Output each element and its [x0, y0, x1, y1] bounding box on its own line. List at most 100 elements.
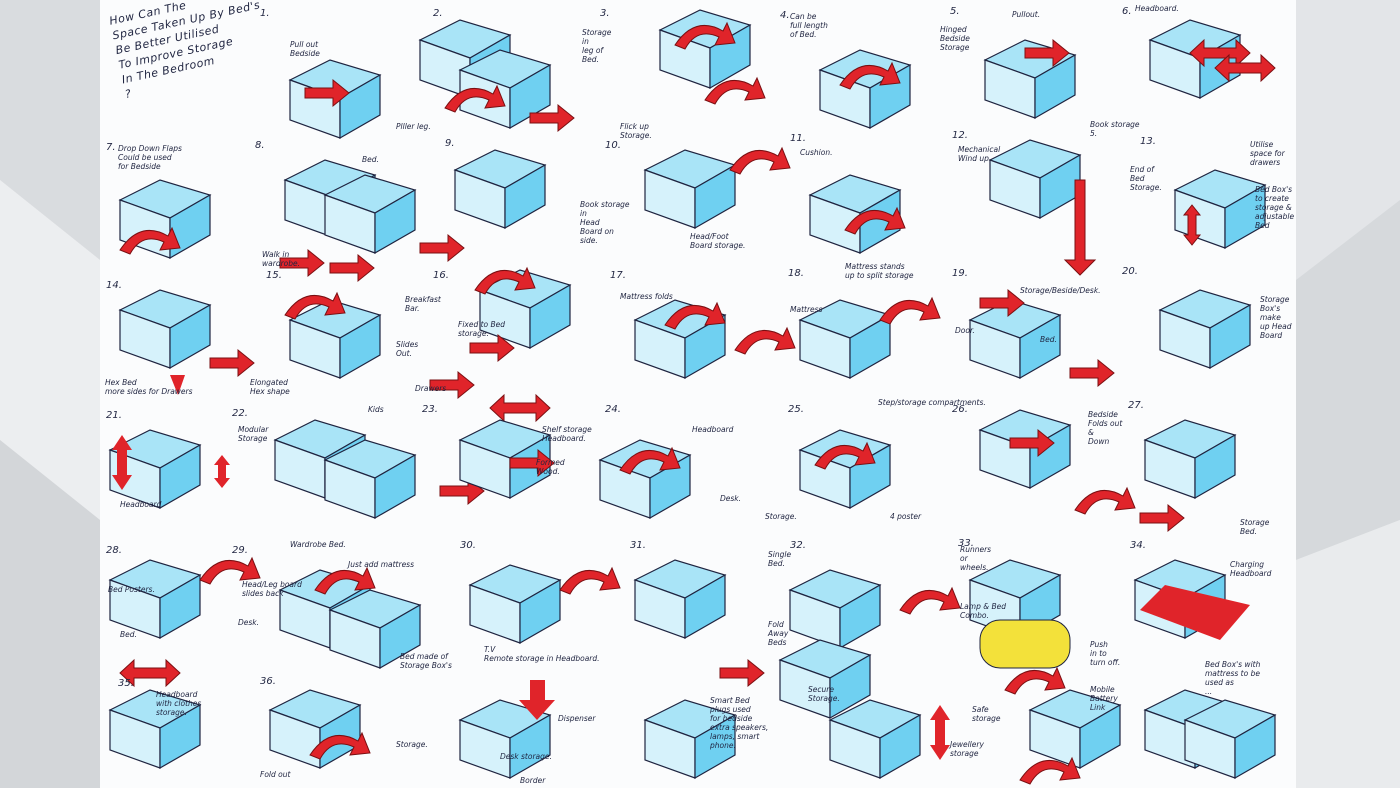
sketch-number: 10. [605, 140, 621, 151]
sketch-12 [989, 139, 1097, 276]
annotation: Drawers [415, 384, 447, 393]
annotation: Pullout. [1012, 10, 1041, 19]
annotation: Kids [368, 405, 384, 414]
sketch-32 [779, 569, 961, 719]
annotation: Drop Down Flaps Could be used for Bedsid… [118, 144, 182, 171]
sketch-10 [644, 147, 791, 229]
sketch-25 [799, 429, 891, 509]
annotation: Safe storage [972, 705, 1001, 723]
annotation: Border [520, 776, 546, 785]
annotation: Bed Box's to create storage & adjustable… [1255, 185, 1295, 230]
annotation: Headboard [120, 500, 162, 509]
sketch-number: 28. [106, 545, 122, 556]
sketch-number: 23. [422, 404, 438, 415]
sketch-number: 25. [788, 404, 804, 415]
sketch-number: 13. [1140, 136, 1156, 147]
annotation: Mattress folds [620, 292, 673, 301]
annotation: Fold out [260, 770, 291, 779]
sketch-number: 27. [1128, 400, 1144, 411]
annotation: Cushion. [800, 148, 833, 157]
sketch-number: 18. [788, 268, 804, 279]
sketch-34 [1134, 559, 1250, 640]
sketch-number: 2. [433, 8, 443, 19]
sketch-number: 26. [952, 404, 968, 415]
sketch-sheet: How Can The Space Taken Up By Bed's Be B… [100, 0, 1296, 788]
sketch-6 [1149, 19, 1276, 99]
annotation: Single Bed. [768, 550, 792, 568]
annotation: Utilise space for drawers [1250, 140, 1285, 167]
sketch-31 [634, 559, 765, 687]
annotation: Bed. [362, 155, 379, 164]
sketch-number: 22. [232, 408, 248, 419]
sketch-39 [829, 699, 950, 779]
annotation: Storage Bed. [1240, 518, 1270, 536]
sketch-21 [109, 429, 230, 509]
sketch-number: 6. [1122, 6, 1132, 17]
sketch-number: 24. [605, 404, 621, 415]
sketch-number: 7. [106, 142, 116, 153]
sketch-number: 9. [445, 138, 455, 149]
sketch-3 [659, 9, 766, 105]
annotation: Breakfast Bar. [405, 295, 441, 313]
sketch-4 [819, 49, 911, 129]
sketch-number: 11. [790, 133, 806, 144]
sketch-5 [984, 39, 1076, 119]
sketch-30 [469, 564, 621, 644]
sketch-37 [459, 680, 555, 779]
annotation: Bed Box's with mattress to be used as ..… [1205, 660, 1261, 696]
annotation: Mattress [790, 305, 823, 314]
annotation: Storage Box's make up Head Board [1260, 295, 1292, 340]
sketch-number: 3. [600, 8, 610, 19]
sketch-number: 8. [255, 140, 265, 151]
sketch-number: 35. [118, 678, 134, 689]
sketch-24 [599, 439, 691, 519]
sketch-2 [419, 19, 575, 132]
annotation: Head/Leg board slides back [242, 580, 302, 598]
sketch-drawings [109, 9, 1276, 785]
annotation: Just add mattress [348, 560, 414, 569]
annotation: Desk. [238, 618, 260, 627]
sketch-number: 5. [950, 6, 960, 17]
annotation: Shelf storage Headboard. [542, 425, 592, 443]
annotation: Smart Bed plugs used for bedside extra s… [710, 696, 769, 750]
sketch-9 [419, 149, 546, 262]
sketch-33 [969, 559, 1071, 695]
annotation: Bedside Folds out & Down [1088, 410, 1123, 446]
annotation: Push in to turn off. [1090, 640, 1121, 667]
annotation: End of Bed Storage. [1130, 165, 1162, 192]
annotation: Bed Posters. [108, 585, 155, 594]
sketch-number: 30. [460, 540, 476, 551]
sketch-number: 20. [1122, 266, 1138, 277]
annotation: Fold Away Beds [768, 620, 789, 647]
sketch-number: 4. [780, 10, 790, 21]
annotation: Slides Out. [396, 340, 419, 358]
annotation: Flick up Storage. [620, 122, 652, 140]
sketch-7 [119, 179, 211, 259]
sketch-number: 32. [790, 540, 806, 551]
annotation: Bed made of Storage Box's [400, 652, 452, 670]
sketch-20 [1159, 289, 1251, 369]
annotation: Bed. [1040, 335, 1057, 344]
annotation: Can be full length of Bed. [790, 12, 828, 39]
annotation: Modular Storage [238, 425, 269, 443]
annotation: Mobile Battery Link [1090, 685, 1118, 712]
annotation: Formed Wood. [536, 458, 565, 476]
annotation: Mattress stands up to split storage [845, 262, 914, 280]
sketch-number: 12. [952, 130, 968, 141]
annotation: Storage/Beside/Desk. [1020, 286, 1101, 295]
annotation: Dispenser [558, 714, 596, 723]
annotation: Book storage 5. [1090, 120, 1140, 138]
annotation: Pull out Bedside [290, 40, 320, 58]
sketch-16 [429, 267, 571, 422]
sketch-17 [634, 299, 796, 379]
sketch-number: 1. [260, 8, 270, 19]
sketch-number: 21. [106, 410, 122, 421]
annotation: Bed. [120, 630, 137, 639]
sketch-1 [289, 59, 381, 139]
sketch-number: 29. [232, 545, 248, 556]
sketch-22 [274, 419, 485, 519]
sketch-36 [269, 689, 371, 769]
sketch-number: 31. [630, 540, 646, 551]
annotation: Headboard. [1135, 4, 1179, 13]
sketch-number: 16. [433, 270, 449, 281]
